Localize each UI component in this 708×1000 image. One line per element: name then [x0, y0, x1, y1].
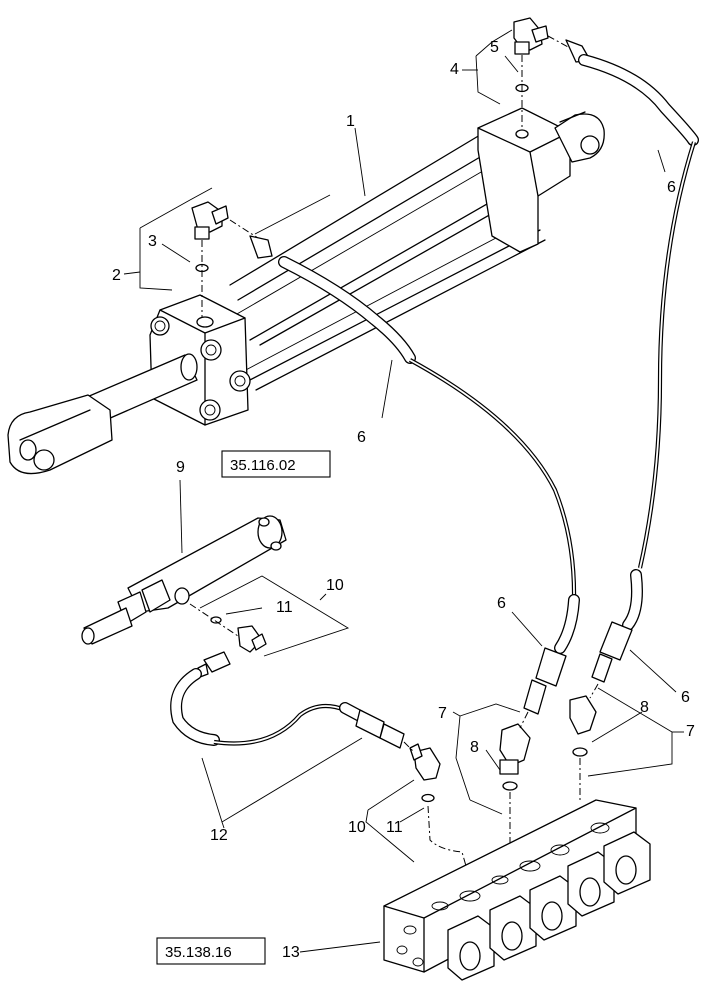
hose-rear: [565, 39, 699, 683]
callout-13: 13: [282, 944, 300, 961]
o-ring: [210, 616, 222, 624]
hose-assembly: [170, 651, 405, 749]
callout-11-bottom: 11: [386, 819, 403, 836]
reference-box-manifold: 35.138.16: [156, 937, 266, 965]
reference-label-manifold: 35.138.16: [165, 944, 232, 961]
callout-3: 3: [148, 233, 157, 250]
callout-10-bottom: 10: [348, 819, 366, 836]
callout-7-left: 7: [438, 705, 447, 722]
small-cylinder: [81, 515, 287, 645]
callout-12: 12: [210, 827, 228, 844]
callout-11-top: 11: [276, 599, 293, 616]
elbow-fitting-rear: [513, 17, 549, 55]
callout-8-right: 8: [640, 699, 649, 716]
callout-6-front-hose-end: 6: [497, 595, 506, 612]
callout-1: 1: [346, 113, 355, 130]
main-hydraulic-cylinder: [7, 107, 605, 475]
reference-box-cylinder: 35.116.02: [221, 450, 331, 478]
callout-10-top: 10: [326, 577, 344, 594]
callout-6-rear-hose-end: 6: [681, 689, 690, 706]
o-ring: [502, 781, 518, 791]
bolt-heads: [150, 316, 251, 421]
callout-2: 2: [112, 267, 121, 284]
valve-manifold: [383, 799, 651, 981]
callout-5: 5: [490, 39, 499, 56]
callout-9: 9: [176, 459, 185, 476]
reference-label-cylinder: 35.116.02: [230, 457, 296, 474]
callout-numbers: 1 2 3 4 5 6 6 6 6 7 7 8 8 9 10 10 11 11 …: [112, 39, 695, 961]
callout-8-left: 8: [470, 739, 479, 756]
elbow-fitting-right: [569, 695, 597, 735]
solenoid-valves: [447, 831, 651, 981]
elbow-fitting-small-cylinder: [237, 625, 267, 653]
hose-front: [249, 235, 580, 715]
elbow-fitting-front: [191, 201, 229, 240]
callout-6-front-hose: 6: [357, 429, 366, 446]
elbow-fitting-left: [499, 723, 531, 775]
o-ring: [572, 747, 588, 757]
callout-7-right: 7: [686, 723, 695, 740]
callout-4: 4: [450, 61, 459, 78]
leader-lines: [123, 29, 684, 953]
o-ring: [421, 793, 435, 803]
callout-6-rear-hose: 6: [667, 179, 676, 196]
elbow-fitting-manifold: [409, 743, 441, 781]
